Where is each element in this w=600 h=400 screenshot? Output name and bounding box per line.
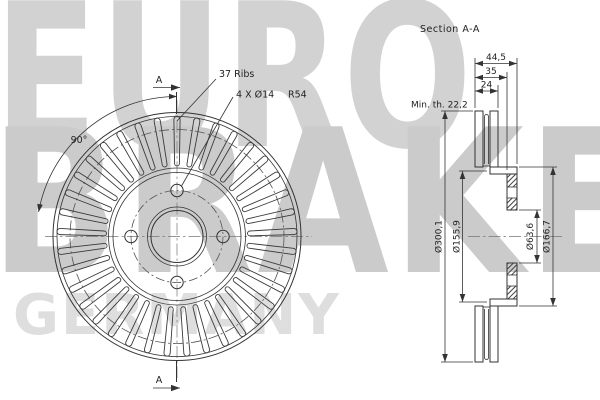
- flange-lower-hatch-b: [507, 286, 517, 299]
- vent-rib: [215, 294, 247, 337]
- vent-rib: [116, 130, 145, 176]
- outboard-cheek-top: [474, 110, 484, 168]
- vent-rib: [107, 294, 139, 337]
- hat-outer-circle: [108, 167, 246, 306]
- hub-ring-circle: [147, 206, 207, 267]
- vent-rib: [57, 242, 108, 255]
- hat-web-bottom: [489, 298, 518, 307]
- vent-rib: [56, 227, 107, 237]
- bolt-hole: [216, 229, 230, 244]
- dim-ring-width: 24: [481, 81, 493, 91]
- vent-rib: [134, 122, 156, 171]
- dim-min-thickness: Min. th. 22,2: [411, 101, 468, 111]
- dim-outer-diameter: Ø300,1: [434, 220, 445, 253]
- vent-rib: [247, 227, 298, 237]
- vent-rib: [92, 286, 130, 325]
- watermark-germany: GERMANY: [13, 283, 341, 348]
- section-marker-bottom-label: A: [156, 375, 163, 386]
- vent-rib: [125, 300, 150, 347]
- section-marker-top-label: A: [156, 75, 163, 86]
- vent-rib: [192, 304, 210, 354]
- vent-rib: [224, 286, 262, 325]
- vent-rib: [239, 266, 285, 293]
- vent-rib: [228, 155, 269, 192]
- vent-rib: [163, 306, 174, 357]
- bolt-hole: [124, 229, 138, 244]
- section-view: Section A-A: [411, 24, 562, 363]
- dim-hat-width: 35: [485, 67, 496, 77]
- vent-rib-profile-top: [484, 114, 489, 164]
- vent-rib: [198, 122, 220, 171]
- vent-rib: [241, 189, 290, 213]
- vent-rib: [245, 208, 295, 224]
- section-title: Section A-A: [420, 24, 480, 35]
- holes-label: 4 X Ø14: [236, 90, 274, 101]
- vent-rib: [246, 242, 297, 255]
- holes-leader-line: [181, 96, 234, 187]
- angle-arc: [37, 93, 178, 213]
- flange-upper-hatch-a: [507, 174, 517, 187]
- vent-rib: [64, 189, 113, 213]
- inboard-cheek-bottom: [489, 305, 499, 363]
- vent-pitch-circle: [69, 129, 285, 344]
- flange-upper-hatch-b: [507, 198, 517, 210]
- vent-rib: [144, 304, 162, 354]
- vent-rib: [204, 300, 229, 347]
- vent-rib: [209, 130, 238, 176]
- dimension-lines: 44,5 35 24 Min. th. 22,2 Ø300,1 Ø155,9: [411, 53, 557, 363]
- vent-rib: [153, 117, 168, 168]
- vent-rib-profile-bottom: [484, 309, 489, 360]
- center-bore-circle: [150, 210, 204, 263]
- vent-rib: [244, 255, 293, 275]
- flange-lower-hatch-a: [507, 263, 517, 275]
- inboard-cheek-top: [489, 110, 499, 168]
- vent-rib: [186, 117, 201, 168]
- bolt-pitch-circle: [130, 190, 224, 283]
- dim-hat-diameter: Ø166,7: [542, 220, 553, 253]
- vent-rib: [59, 208, 109, 224]
- ribs-label: 37 Ribs: [219, 69, 254, 80]
- front-view: A A 90° 37 Ribs 4 X Ø14 R54: [37, 69, 312, 392]
- ribs-leader-line: [176, 78, 217, 122]
- dim-bore-diameter: Ø63,6: [525, 223, 536, 250]
- holes-radius-label: R54: [288, 90, 307, 101]
- bolt-hole: [170, 275, 184, 290]
- hat-inner-circle: [112, 172, 242, 301]
- vent-rib: [236, 171, 281, 202]
- vent-rib: [79, 277, 122, 310]
- hat-web-top: [489, 166, 518, 175]
- vent-rib: [232, 277, 275, 310]
- angle-label: 90°: [71, 135, 88, 146]
- outboard-cheek-bottom: [474, 305, 484, 363]
- dim-friction-inner-diameter: Ø155,9: [452, 220, 463, 253]
- vent-rib: [180, 306, 191, 357]
- vent-rib: [69, 266, 115, 293]
- dim-total-width: 44,5: [486, 53, 506, 63]
- vent-rib: [61, 255, 110, 275]
- vent-rib: [220, 141, 254, 183]
